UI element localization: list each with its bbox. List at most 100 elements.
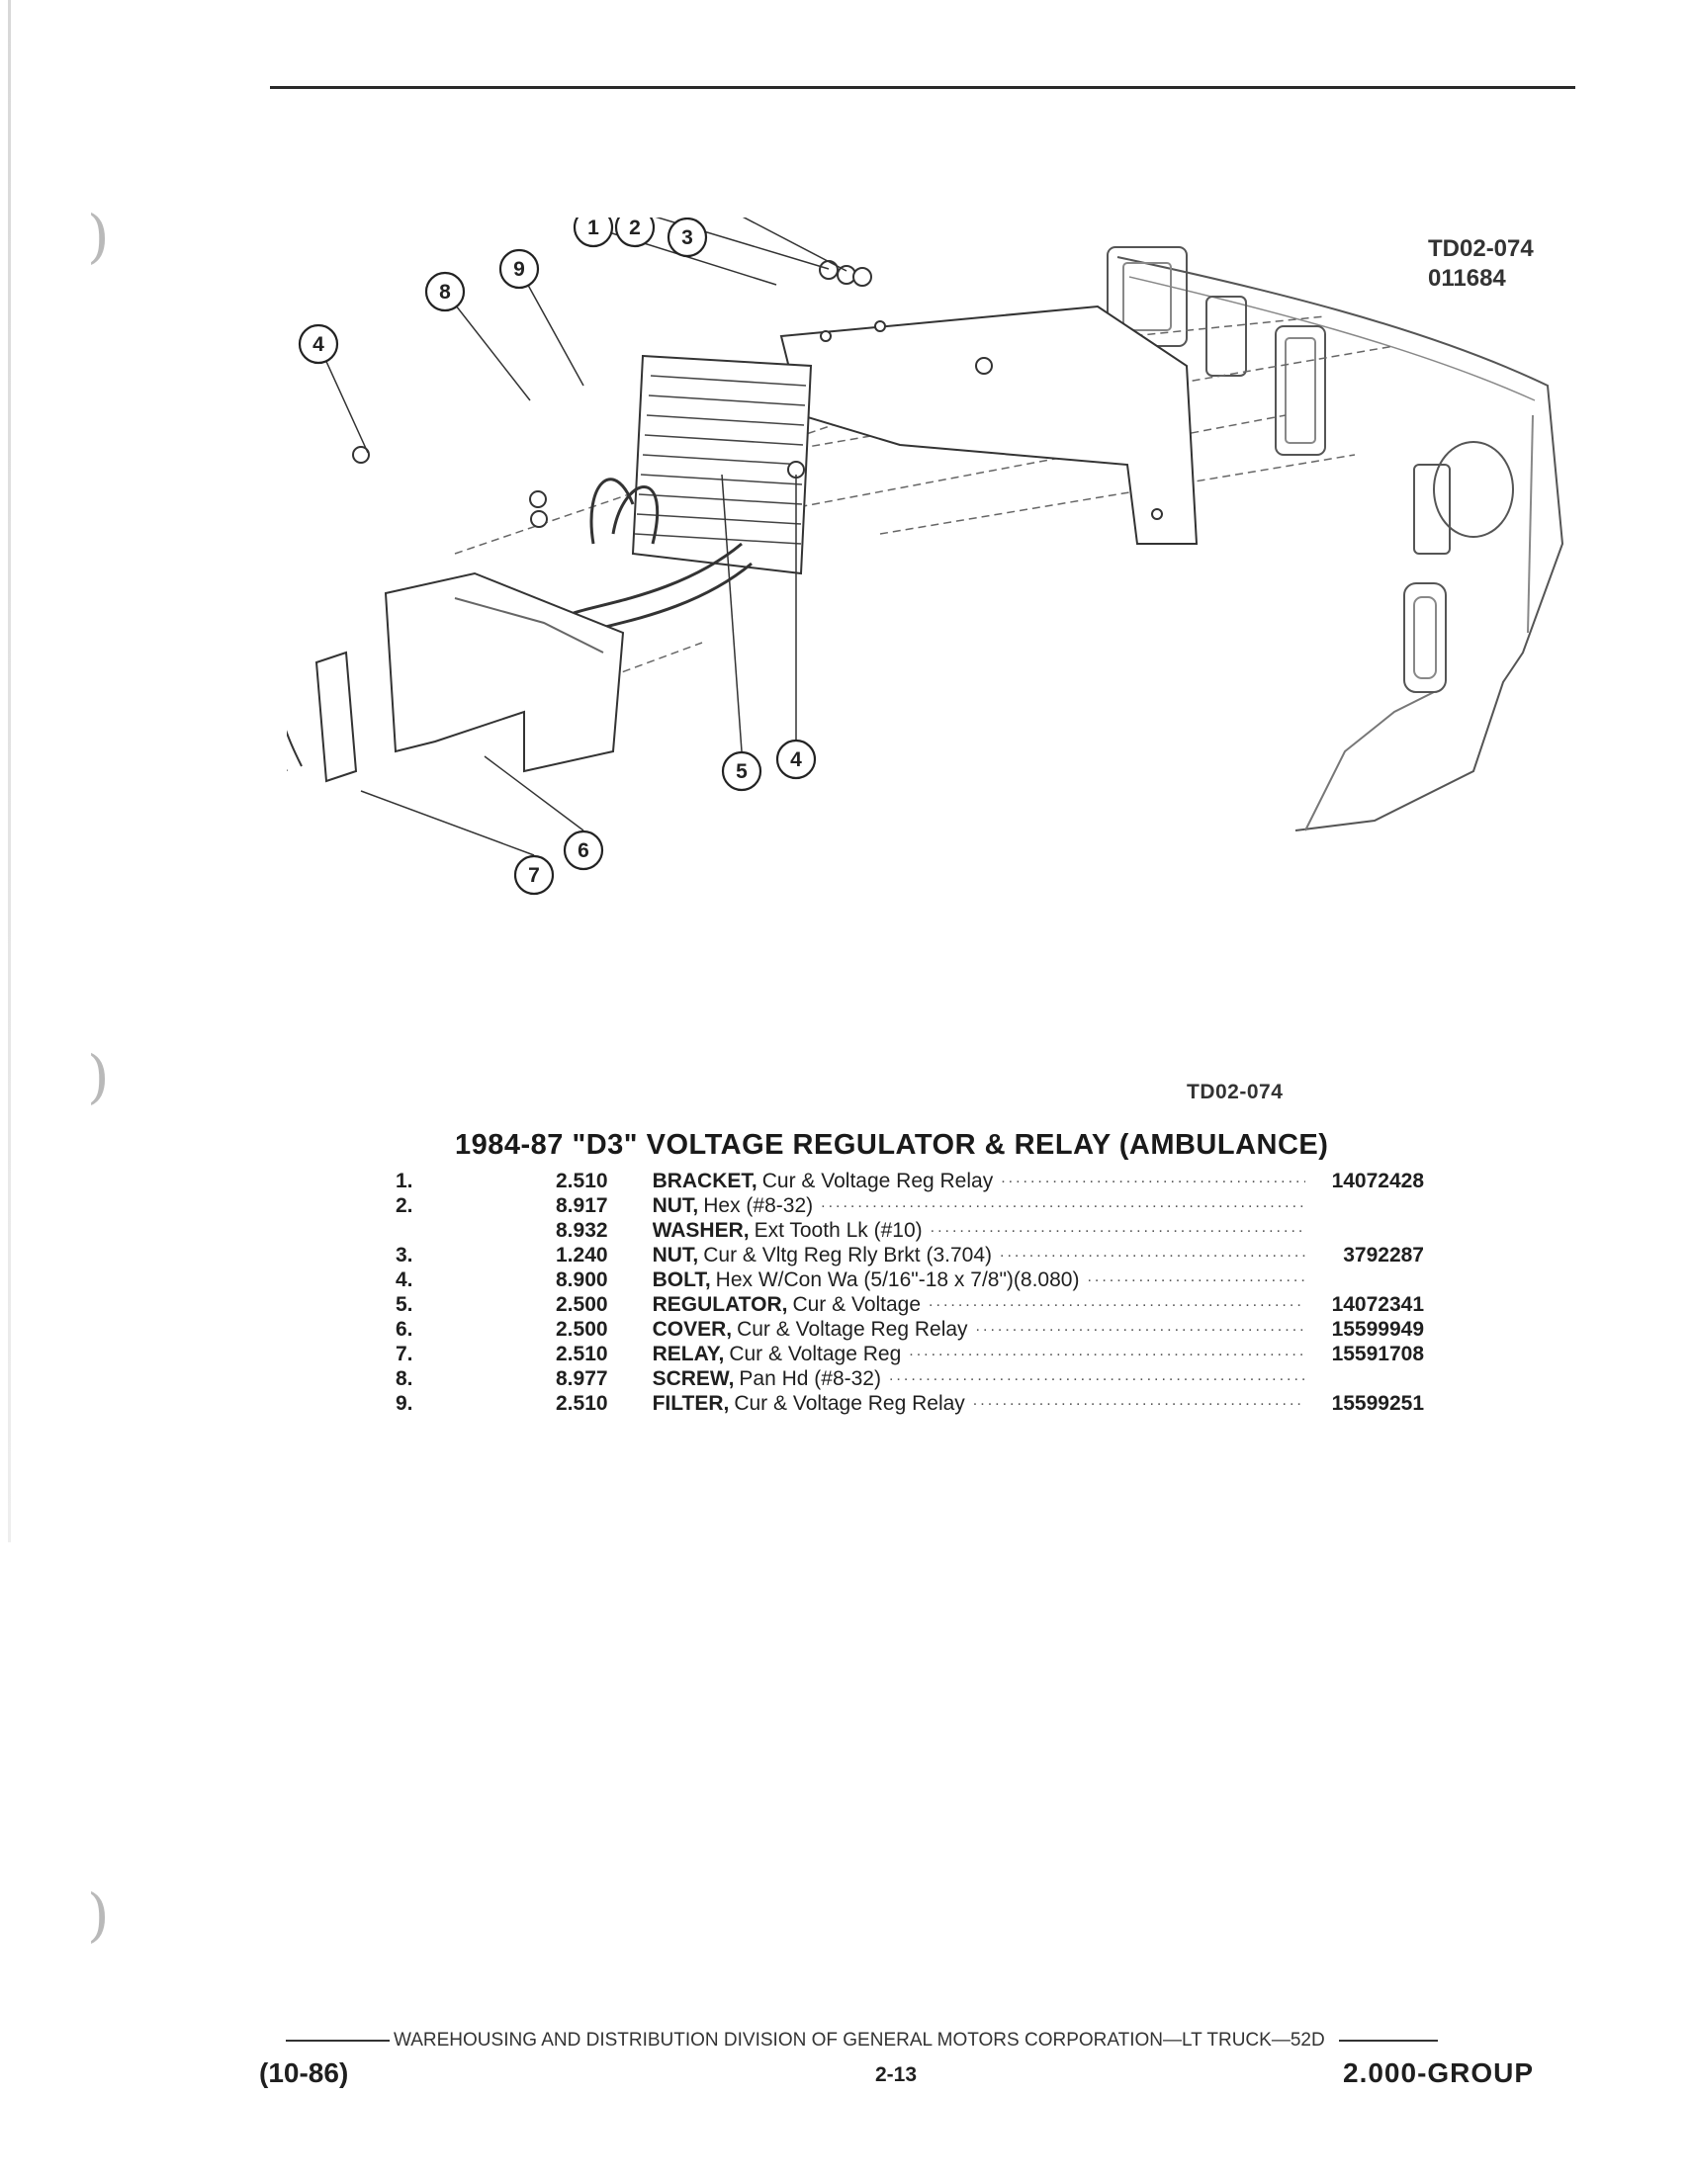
callout-6: 6 <box>563 830 604 871</box>
part-row: 8. 8.977 SCREW, Pan Hd (#8-32) <box>396 1367 1424 1392</box>
figure-label: TD02-074 <box>1187 1081 1284 1103</box>
group-number: 8.977 <box>556 1367 608 1390</box>
callout-5: 5 <box>721 750 762 792</box>
part-description: COVER, Cur & Voltage Reg Relay <box>653 1318 1306 1342</box>
part-row: 6. 2.500 COVER, Cur & Voltage Reg Relay … <box>396 1318 1424 1343</box>
part-description: FILTER, Cur & Voltage Reg Relay <box>653 1392 1306 1416</box>
part-row: 5. 2.500 REGULATOR, Cur & Voltage 140723… <box>396 1293 1424 1318</box>
illustration-reference: TD02-074 011684 <box>1428 234 1534 294</box>
footer-rule-right <box>1338 2040 1438 2042</box>
callout-2-label: 2 <box>629 218 641 239</box>
part-name: BRACKET, <box>652 1170 757 1192</box>
group-number: 8.900 <box>556 1268 608 1291</box>
callout-3: 3 <box>667 218 708 258</box>
callout-4-right: 4 <box>775 739 817 780</box>
reference-code: TD02-074 <box>1428 235 1534 262</box>
item-number: 1. <box>396 1170 413 1192</box>
page-number: 2-13 <box>875 2063 918 2086</box>
callout-9-label: 9 <box>513 258 525 281</box>
dot-leader <box>1079 1268 1305 1292</box>
group-number: 2.500 <box>556 1293 608 1316</box>
page-edge <box>8 0 11 1542</box>
item-number: 5. <box>396 1293 413 1316</box>
part-detail: Cur & Vltg Reg Rly Brkt (3.704) <box>703 1244 992 1267</box>
section-title: 1984-87 "D3" VOLTAGE REGULATOR & RELAY (… <box>455 1129 1329 1161</box>
part-name: NUT, <box>652 1194 699 1217</box>
item-number: 8. <box>396 1367 413 1390</box>
group-number: 2.500 <box>556 1318 608 1341</box>
item-number: 3. <box>396 1244 413 1267</box>
dot-leader <box>813 1194 1305 1218</box>
callout-4-left: 4 <box>298 323 339 365</box>
item-number: 9. <box>396 1392 413 1415</box>
part-name: COVER, <box>652 1318 733 1341</box>
part-number: 15591708 <box>1331 1343 1424 1365</box>
dot-leader <box>993 1170 1305 1193</box>
callout-4-label: 4 <box>790 748 802 771</box>
item-number: 7. <box>396 1343 413 1365</box>
dot-leader <box>921 1293 1305 1317</box>
part-row: 8.932 WASHER, Ext Tooth Lk (#10) <box>396 1219 1424 1244</box>
group-number: 2.510 <box>556 1170 608 1192</box>
footer-rule-left <box>286 2040 390 2042</box>
part-detail: Cur & Voltage Reg Relay <box>761 1170 994 1192</box>
callout-7: 7 <box>513 854 555 896</box>
cover-part <box>384 571 625 773</box>
group-number: 2.510 <box>556 1343 608 1365</box>
item-number: 2. <box>396 1194 413 1217</box>
callout-8-center: 8 <box>424 271 466 312</box>
part-row: 3. 1.240 NUT, Cur & Vltg Reg Rly Brkt (3… <box>396 1244 1424 1268</box>
callout-5-label: 5 <box>736 760 748 783</box>
dot-leader <box>901 1343 1305 1366</box>
part-description: NUT, Hex (#8-32) <box>653 1194 1306 1218</box>
group-number: 1.240 <box>556 1244 608 1267</box>
bracket-part <box>779 305 1199 545</box>
part-row: 9. 2.510 FILTER, Cur & Voltage Reg Relay… <box>396 1392 1424 1417</box>
part-description: BOLT, Hex W/Con Wa (5/16"-18 x 7/8")(8.0… <box>653 1268 1306 1292</box>
part-detail: Cur & Voltage <box>792 1293 922 1316</box>
binder-hole-mark: ) <box>87 203 110 270</box>
part-detail: Hex W/Con Wa (5/16"-18 x 7/8")(8.080) <box>715 1268 1080 1291</box>
part-description: NUT, Cur & Vltg Reg Rly Brkt (3.704) <box>653 1244 1306 1267</box>
header-rule <box>270 86 1575 89</box>
part-number: 14072428 <box>1331 1170 1424 1192</box>
part-description: WASHER, Ext Tooth Lk (#10) <box>653 1219 1306 1243</box>
revision-date: (10-86) <box>259 2057 349 2088</box>
part-row: 4. 8.900 BOLT, Hex W/Con Wa (5/16"-18 x … <box>396 1268 1424 1293</box>
part-number: 3792287 <box>1343 1244 1424 1267</box>
footer-division-text: WAREHOUSING AND DISTRIBUTION DIVISION OF… <box>394 2030 1325 2051</box>
part-number: 14072341 <box>1331 1293 1424 1316</box>
dot-leader <box>923 1219 1306 1243</box>
part-name: REGULATOR, <box>652 1293 788 1316</box>
callout-9: 9 <box>498 248 540 290</box>
footer-division-line: WAREHOUSING AND DISTRIBUTION DIVISION OF… <box>282 2030 1548 2052</box>
part-name: BOLT, <box>652 1268 711 1291</box>
part-row: 7. 2.510 RELAY, Cur & Voltage Reg 155917… <box>396 1343 1424 1367</box>
group-number: 8.917 <box>556 1194 608 1217</box>
binder-hole-mark: ) <box>87 1043 110 1110</box>
part-name: WASHER, <box>652 1219 750 1242</box>
callout-8-label: 8 <box>439 281 451 304</box>
part-detail: Pan Hd (#8-32) <box>739 1367 881 1390</box>
part-detail: Ext Tooth Lk (#10) <box>754 1219 923 1242</box>
dot-leader <box>968 1318 1306 1342</box>
dot-leader <box>881 1367 1305 1391</box>
part-description: BRACKET, Cur & Voltage Reg Relay <box>653 1170 1306 1193</box>
part-detail: Cur & Voltage Reg <box>729 1343 902 1365</box>
callout-4-label: 4 <box>312 333 324 356</box>
callout-6-label: 6 <box>578 839 589 862</box>
part-row: 1. 2.510 BRACKET, Cur & Voltage Reg Rela… <box>396 1170 1424 1194</box>
reference-date-code: 011684 <box>1428 265 1506 292</box>
part-description: RELAY, Cur & Voltage Reg <box>653 1343 1306 1366</box>
group-label: 2.000-GROUP <box>1343 2057 1535 2088</box>
item-number: 4. <box>396 1268 413 1291</box>
part-description: REGULATOR, Cur & Voltage <box>653 1293 1306 1317</box>
item-number: 6. <box>396 1318 413 1341</box>
part-name: SCREW, <box>652 1367 735 1390</box>
part-description: SCREW, Pan Hd (#8-32) <box>653 1367 1306 1391</box>
part-name: RELAY, <box>652 1343 725 1365</box>
group-number: 2.510 <box>556 1392 608 1415</box>
part-name: NUT, <box>652 1244 699 1267</box>
relay-part <box>287 651 358 783</box>
regulator-part <box>631 354 813 575</box>
